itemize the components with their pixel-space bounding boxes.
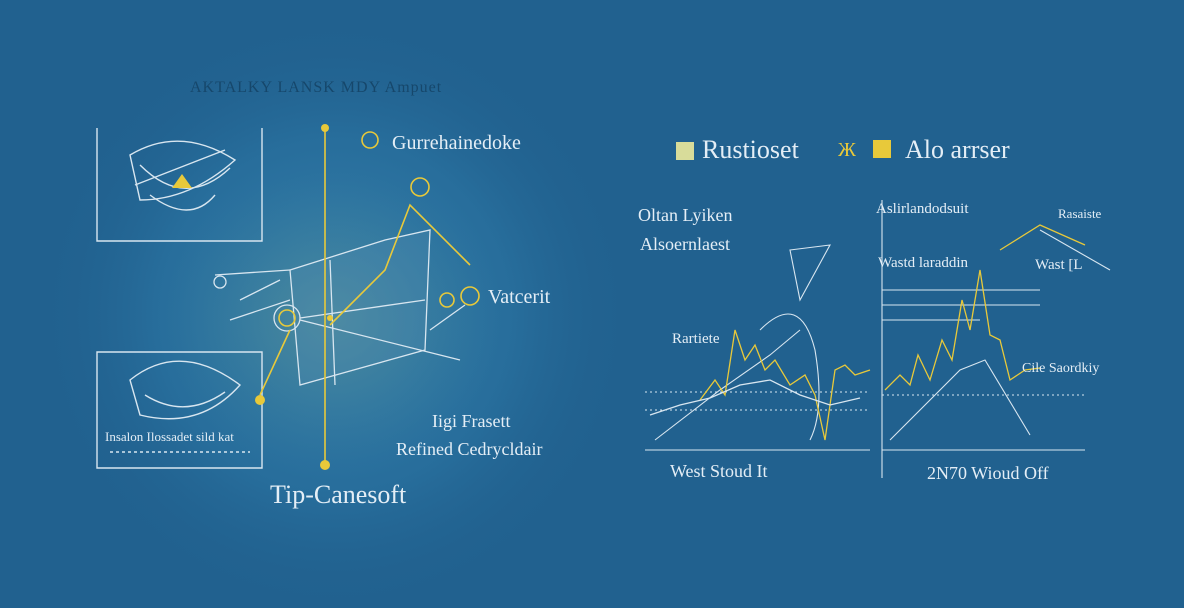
chart-left-series bbox=[649, 329, 871, 441]
legend-label-1: Rustioset bbox=[702, 135, 799, 164]
top-left-box bbox=[96, 128, 263, 242]
right-label-3: Rartiete bbox=[672, 331, 720, 347]
chart-right-series bbox=[884, 224, 1086, 391]
legend-separator: Ж bbox=[838, 139, 856, 161]
chart2-caption: 2N70 Wioud Off bbox=[927, 463, 1049, 483]
chart-left-frame bbox=[645, 244, 870, 451]
label-top: Gurrehainedoke bbox=[392, 132, 521, 154]
right-label-2: Alsoernlaest bbox=[640, 234, 730, 254]
chart-mid-label: Aslirlandodsuit bbox=[876, 201, 969, 217]
right-label-4: Rasaiste bbox=[1058, 206, 1102, 221]
right-label-5: Wast [L bbox=[1035, 257, 1083, 273]
bottom-left-box bbox=[96, 351, 263, 469]
legend-swatch-2 bbox=[873, 140, 891, 158]
box-caption: Insalon Ilossadet sild kat bbox=[105, 429, 234, 444]
yellow-lines bbox=[259, 128, 480, 465]
label-bottom-1: Iigi Frasett bbox=[432, 411, 511, 431]
legend-label-2: Alo arrser bbox=[905, 135, 1010, 164]
chart-right-frame bbox=[881, 200, 1111, 478]
label-mid: Vatcerit bbox=[488, 286, 551, 308]
page-title: Tip-Canesoft bbox=[270, 480, 407, 509]
chart-mid-label-2: Wastd laraddin bbox=[878, 255, 969, 271]
triangle-icon bbox=[172, 174, 192, 188]
right-label-6: Cile Saordkiy bbox=[1022, 361, 1100, 376]
faint-header: AKTALKY LANSK MDY Ampuet bbox=[190, 79, 443, 96]
label-bottom-2: Refined Cedrycldair bbox=[396, 439, 543, 459]
legend-swatch-1 bbox=[676, 142, 694, 160]
yellow-dots bbox=[255, 124, 333, 470]
right-label-1: Oltan Lyiken bbox=[638, 205, 733, 225]
chart1-caption: West Stoud It bbox=[670, 461, 768, 481]
